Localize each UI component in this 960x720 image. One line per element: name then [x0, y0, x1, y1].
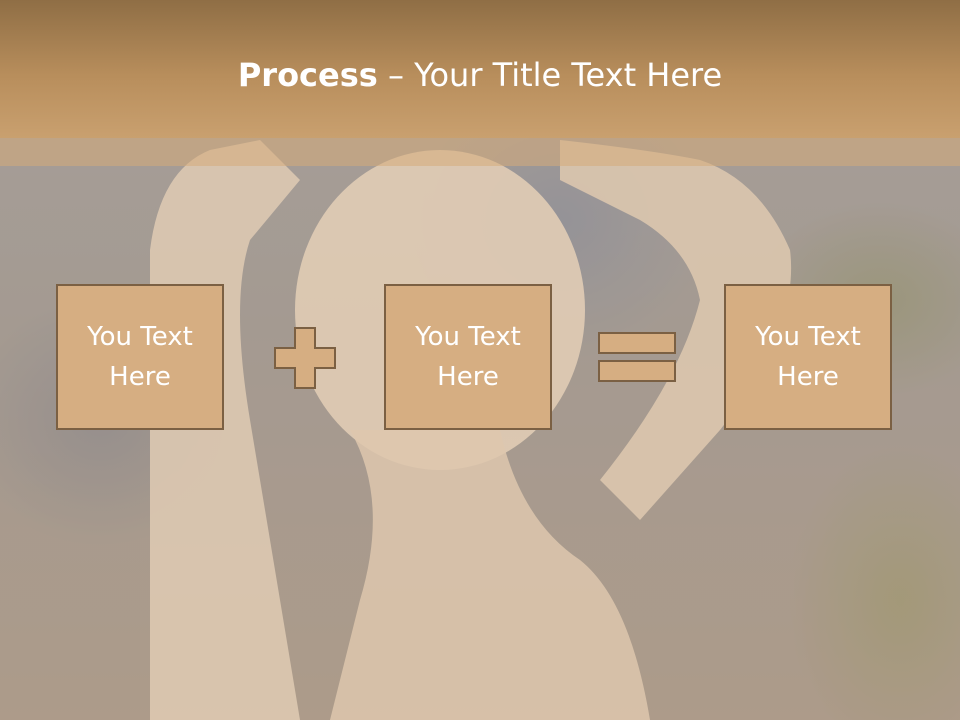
text-box-3-label: You Text Here	[755, 322, 861, 392]
title-band-strip	[0, 138, 960, 166]
text-box-3[interactable]: You Text Here	[724, 284, 892, 430]
text-box-1[interactable]: You Text Here	[56, 284, 224, 430]
equals-icon	[598, 332, 676, 382]
plus-icon	[274, 327, 336, 389]
title-band	[0, 0, 960, 138]
title-bold: Process	[237, 56, 378, 94]
text-box-2[interactable]: You Text Here	[384, 284, 552, 430]
slide-title: Process – Your Title Text Here	[0, 50, 960, 100]
title-rest: – Your Title Text Here	[377, 56, 723, 94]
text-box-1-label: You Text Here	[87, 322, 193, 392]
text-box-2-label: You Text Here	[415, 322, 521, 392]
